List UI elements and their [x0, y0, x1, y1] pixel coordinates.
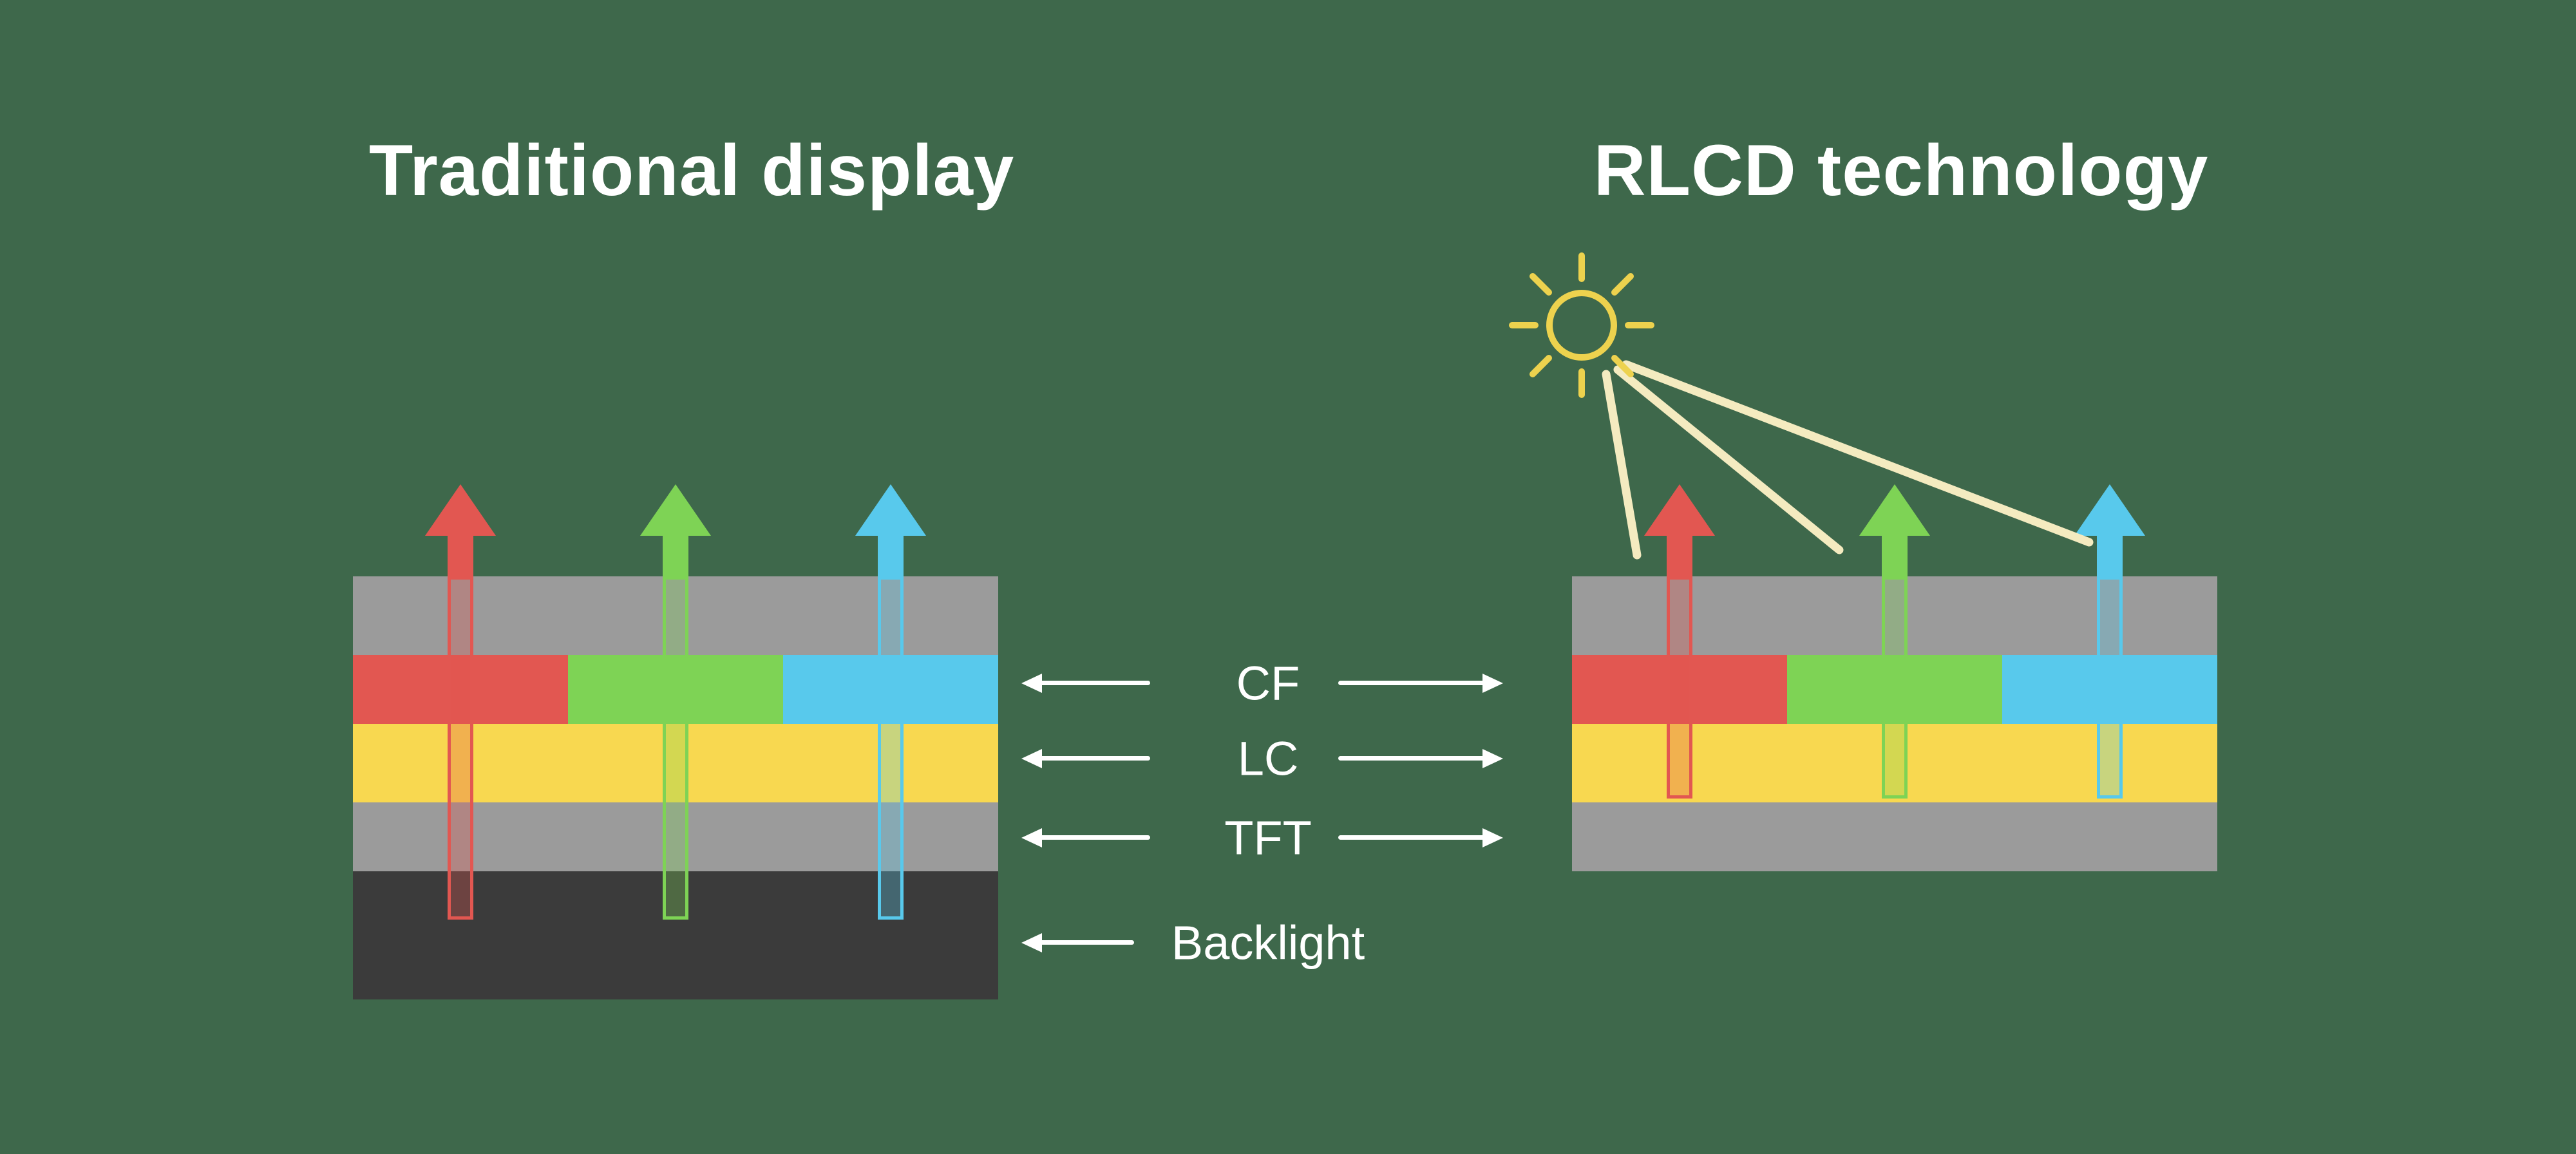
tft-label: TFT — [1224, 811, 1312, 865]
cyan-light-arrow-traditional — [855, 484, 926, 920]
glass-layer-rlcd — [1572, 576, 2217, 655]
arrowhead-icon — [855, 484, 926, 536]
arrow-line — [1037, 756, 1150, 761]
lc-layer-traditional — [353, 724, 998, 802]
tft-layer-traditional — [353, 802, 998, 871]
arrow-line — [1037, 835, 1150, 840]
title-rlcd-technology: RLCD technology — [1593, 130, 2209, 211]
glass-layer-traditional — [353, 576, 998, 655]
arrow-line — [1338, 681, 1488, 685]
green-light-arrow-traditional — [640, 484, 711, 920]
green-light-arrow-rlcd — [1859, 484, 1930, 799]
backlight-label: Backlight — [1171, 916, 1365, 970]
cf-cyan-segment — [783, 655, 998, 724]
arrow-shaft-translucent — [663, 576, 688, 920]
tft-layer-rlcd — [1572, 802, 2217, 871]
light-beam — [1602, 370, 1642, 560]
arrow-line — [1037, 681, 1150, 685]
arrowhead-icon — [1859, 484, 1930, 536]
red-light-arrow-rlcd — [1644, 484, 1715, 799]
arrow-shaft-translucent — [1882, 576, 1908, 799]
arrow-shaft-translucent — [878, 576, 904, 920]
title-traditional-display: Traditional display — [368, 130, 1015, 211]
cf-layer-traditional — [353, 655, 998, 724]
cf-red-segment — [353, 655, 568, 724]
lc-label: LC — [1237, 732, 1299, 786]
arrow-line — [1338, 756, 1488, 761]
arrow-shaft-solid — [878, 536, 904, 576]
arrowhead-icon — [425, 484, 496, 536]
arrow-line — [1338, 835, 1488, 840]
arrow-shaft-solid — [663, 536, 688, 576]
arrowhead-icon — [1644, 484, 1715, 536]
arrow-shaft-solid — [1882, 536, 1908, 576]
traditional-display-stack — [353, 576, 998, 999]
cf-green-segment — [568, 655, 783, 724]
arrowhead-icon — [2074, 484, 2145, 536]
cf-green-segment — [1787, 655, 2002, 724]
arrow-shaft-solid — [2097, 536, 2123, 576]
cf-red-segment — [1572, 655, 1787, 724]
cf-label: CF — [1236, 656, 1300, 710]
arrowhead-icon — [640, 484, 711, 536]
sun-icon — [1509, 252, 1654, 398]
arrow-shaft-translucent — [1667, 576, 1692, 799]
arrow-shaft-solid — [448, 536, 473, 576]
red-light-arrow-traditional — [425, 484, 496, 920]
cyan-light-arrow-rlcd — [2074, 484, 2145, 799]
arrow-line — [1037, 940, 1134, 945]
arrow-shaft-translucent — [448, 576, 473, 920]
arrow-shaft-solid — [1667, 536, 1692, 576]
backlight-layer — [353, 871, 998, 999]
lc-layer-rlcd — [1572, 724, 2217, 802]
arrow-shaft-translucent — [2097, 576, 2123, 799]
rlcd-stack — [1572, 576, 2217, 871]
cf-cyan-segment — [2002, 655, 2217, 724]
cf-layer-rlcd — [1572, 655, 2217, 724]
